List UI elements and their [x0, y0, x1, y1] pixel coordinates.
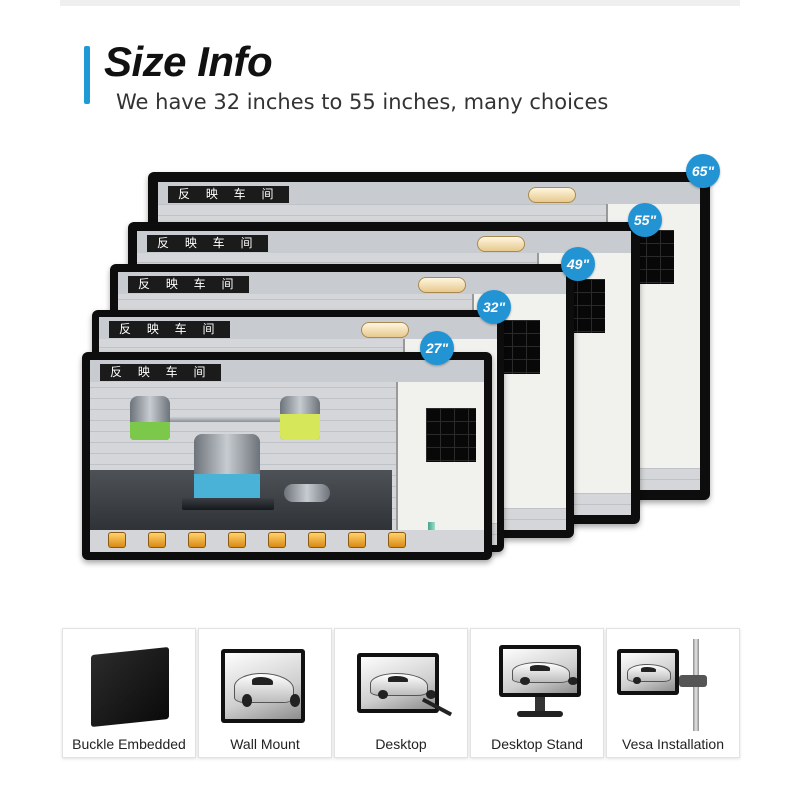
- top-divider: [60, 0, 740, 6]
- screen-title: 反 映 车 间: [109, 321, 231, 338]
- installation-card-vesa-installation: Vesa Installation: [606, 628, 740, 758]
- installation-label: Wall Mount: [230, 736, 300, 752]
- pipe: [170, 416, 280, 422]
- monitor-27: 反 映 车 间: [82, 352, 492, 560]
- screen-title: 反 映 车 间: [128, 276, 250, 293]
- installation-card-desktop: Desktop: [334, 628, 468, 758]
- main-reactor: [194, 434, 260, 506]
- footer-button: [348, 532, 366, 548]
- size-badge-32: 32": [477, 290, 511, 324]
- footer-button: [188, 532, 206, 548]
- nav-pill: [361, 322, 409, 338]
- screen-header: 反 映 车 间: [137, 231, 631, 253]
- nav-pill: [477, 236, 525, 252]
- screen-header: 反 映 车 间: [158, 182, 700, 204]
- desktop-monitor-icon: [335, 635, 467, 731]
- screen-header: 反 映 车 间: [118, 272, 566, 294]
- title-accent-bar: [84, 46, 90, 104]
- footer-button: [388, 532, 406, 548]
- buckle-embedded-monitor-icon: [63, 635, 195, 731]
- tank-right: [280, 396, 320, 440]
- installation-label: Desktop Stand: [491, 736, 583, 752]
- installation-card-desktop-stand: Desktop Stand: [470, 628, 604, 758]
- nav-pill: [528, 187, 576, 203]
- wall-mount-monitor-icon: [199, 635, 331, 731]
- installation-card-buckle-embedded: Buckle Embedded: [62, 628, 196, 758]
- footer-button: [228, 532, 246, 548]
- footer-button: [108, 532, 126, 548]
- screen-title: 反 映 车 间: [147, 235, 269, 252]
- installation-label: Vesa Installation: [622, 736, 724, 752]
- installation-label: Buckle Embedded: [72, 736, 186, 752]
- screen-title: 反 映 车 间: [100, 364, 222, 381]
- desktop-stand-monitor-icon: [471, 635, 603, 731]
- installation-options: Buckle Embedded Wall Mount Desktop Deskt…: [62, 628, 740, 758]
- screen-footer: [90, 530, 484, 552]
- screen-title: 反 映 车 间: [168, 186, 290, 203]
- page-subtitle: We have 32 inches to 55 inches, many cho…: [116, 90, 609, 114]
- pump: [284, 484, 330, 502]
- size-badge-27: 27": [420, 331, 454, 365]
- monitor-screen: 反 映 车 间: [90, 360, 484, 552]
- page-title: Size Info: [104, 38, 273, 85]
- installation-card-wall-mount: Wall Mount: [198, 628, 332, 758]
- footer-button: [268, 532, 286, 548]
- side-panel: [396, 382, 484, 546]
- reactor-base: [182, 498, 274, 510]
- vesa-installation-monitor-icon: [607, 635, 739, 731]
- size-badge-65: 65": [686, 154, 720, 188]
- mini-graph: [426, 408, 476, 462]
- screen-header: 反 映 车 间: [90, 360, 484, 382]
- screen-header: 反 映 车 间: [99, 317, 497, 339]
- size-badge-55: 55": [628, 203, 662, 237]
- installation-label: Desktop: [375, 736, 427, 752]
- nav-pill: [418, 277, 466, 293]
- footer-button: [308, 532, 326, 548]
- tank-left: [130, 396, 170, 440]
- size-badge-49: 49": [561, 247, 595, 281]
- footer-button: [148, 532, 166, 548]
